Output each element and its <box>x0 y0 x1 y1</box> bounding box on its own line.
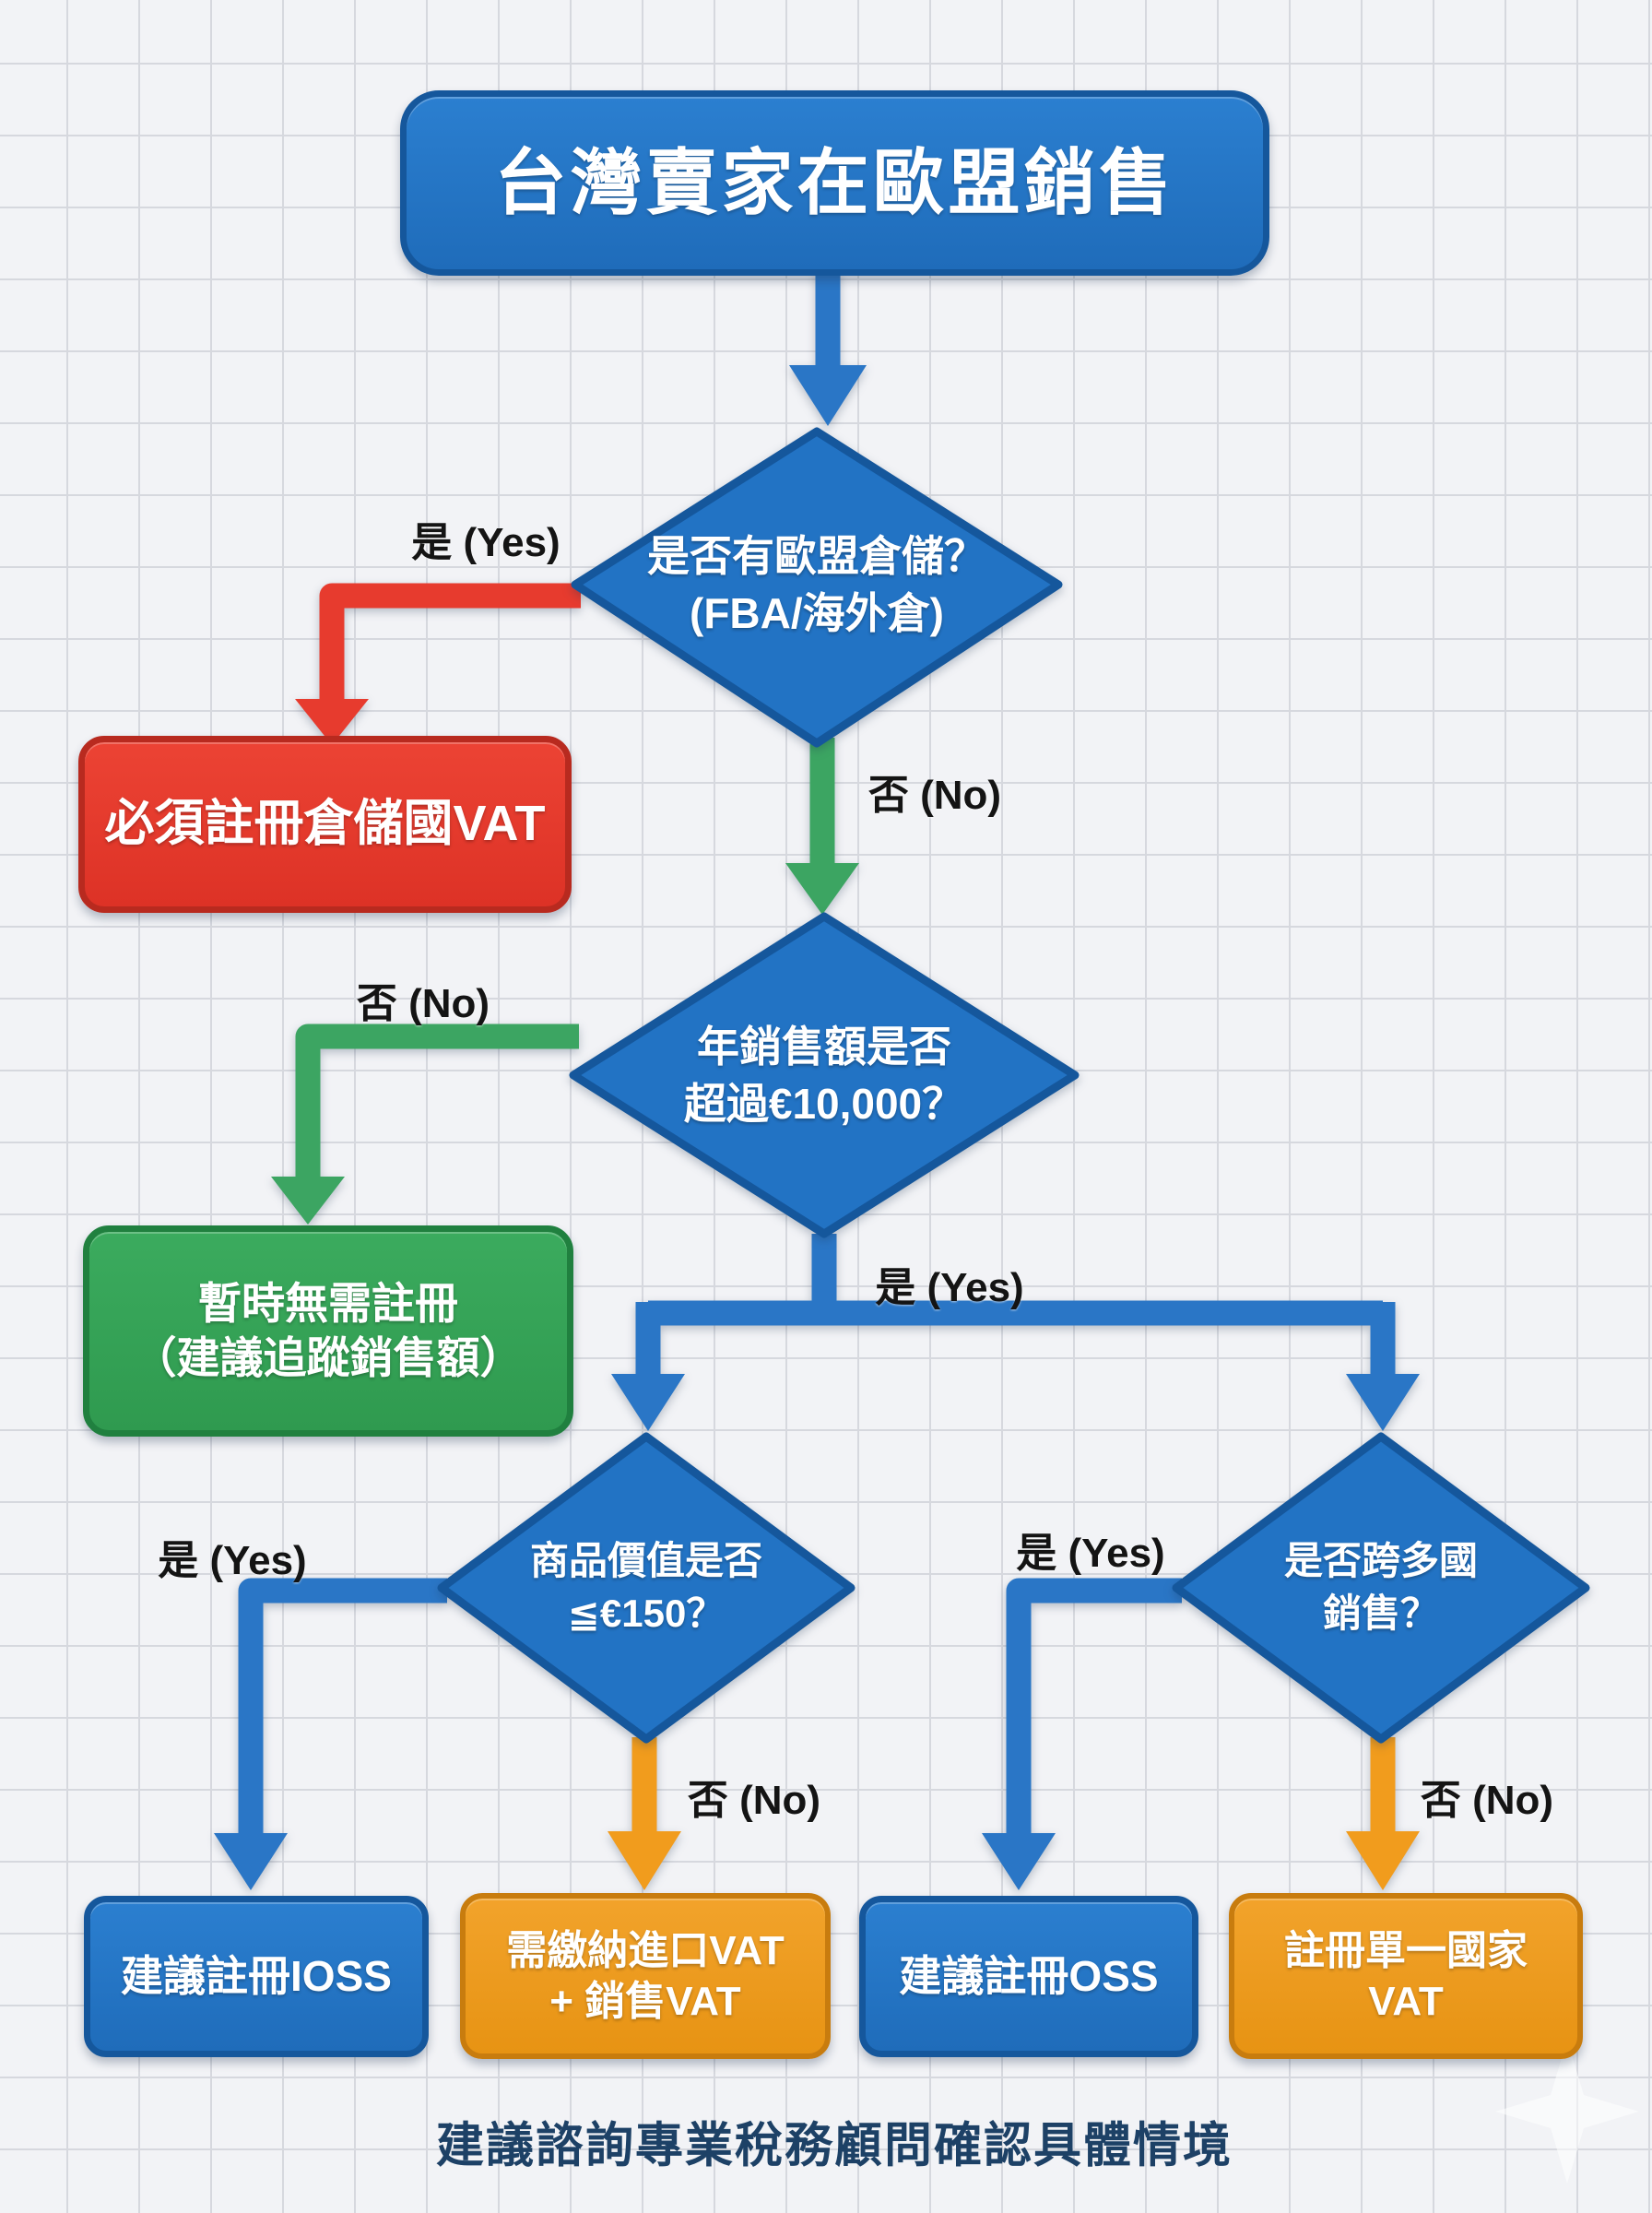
title-box: 台灣賣家在歐盟銷售 <box>400 90 1269 276</box>
outcome-warehouse-vat: 必須註冊倉儲國VAT <box>78 736 572 913</box>
edge-label-threshold-yes: 是 (Yes) <box>875 1265 1024 1310</box>
arrow-value150-no <box>608 1737 681 1890</box>
arrow-threshold-yes-split <box>611 1234 1420 1431</box>
edge-label-multicountry-yes: 是 (Yes) <box>1016 1531 1165 1576</box>
edge-label-warehouse-yes: 是 (Yes) <box>411 520 560 565</box>
edge-label-threshold-no: 否 (No) <box>356 981 490 1026</box>
arrow-multicountry-yes <box>982 1578 1182 1890</box>
diamond-threshold-question <box>569 912 1080 1238</box>
diamond-warehouse-question <box>571 427 1063 748</box>
outcome-single-vat: 註冊單一國家 VAT <box>1229 1893 1583 2059</box>
arrow-multicountry-no <box>1346 1737 1420 1890</box>
arrow-title-to-warehouse <box>789 269 867 426</box>
outcome-import-vat: 需繳納進口VAT + 銷售VAT <box>460 1893 831 2059</box>
arrow-value150-yes <box>214 1578 447 1890</box>
page-title: 台灣賣家在歐盟銷售 <box>494 141 1175 223</box>
diamond-value150-question <box>437 1432 856 1744</box>
edge-label-value150-no: 否 (No) <box>687 1778 821 1823</box>
arrow-warehouse-yes <box>295 583 581 745</box>
arrow-warehouse-no <box>785 738 859 915</box>
outcome-oss: 建議註冊OSS <box>859 1896 1198 2057</box>
outcome-ioss: 建議註冊IOSS <box>84 1896 429 2057</box>
footer-note: 建議諮詢專業稅務顧問確認具體情境 <box>435 2119 1233 2173</box>
edge-label-value150-yes: 是 (Yes) <box>158 1538 307 1583</box>
sparkle-watermark <box>1495 2040 1639 2183</box>
edge-label-multicountry-no: 否 (No) <box>1420 1778 1554 1823</box>
outcome-no-register: 暫時無需註冊 （建議追蹤銷售額） <box>83 1225 573 1437</box>
arrow-threshold-no <box>271 1024 579 1225</box>
edge-label-warehouse-no: 否 (No) <box>867 773 1002 818</box>
diamond-multicountry-question <box>1172 1432 1590 1744</box>
